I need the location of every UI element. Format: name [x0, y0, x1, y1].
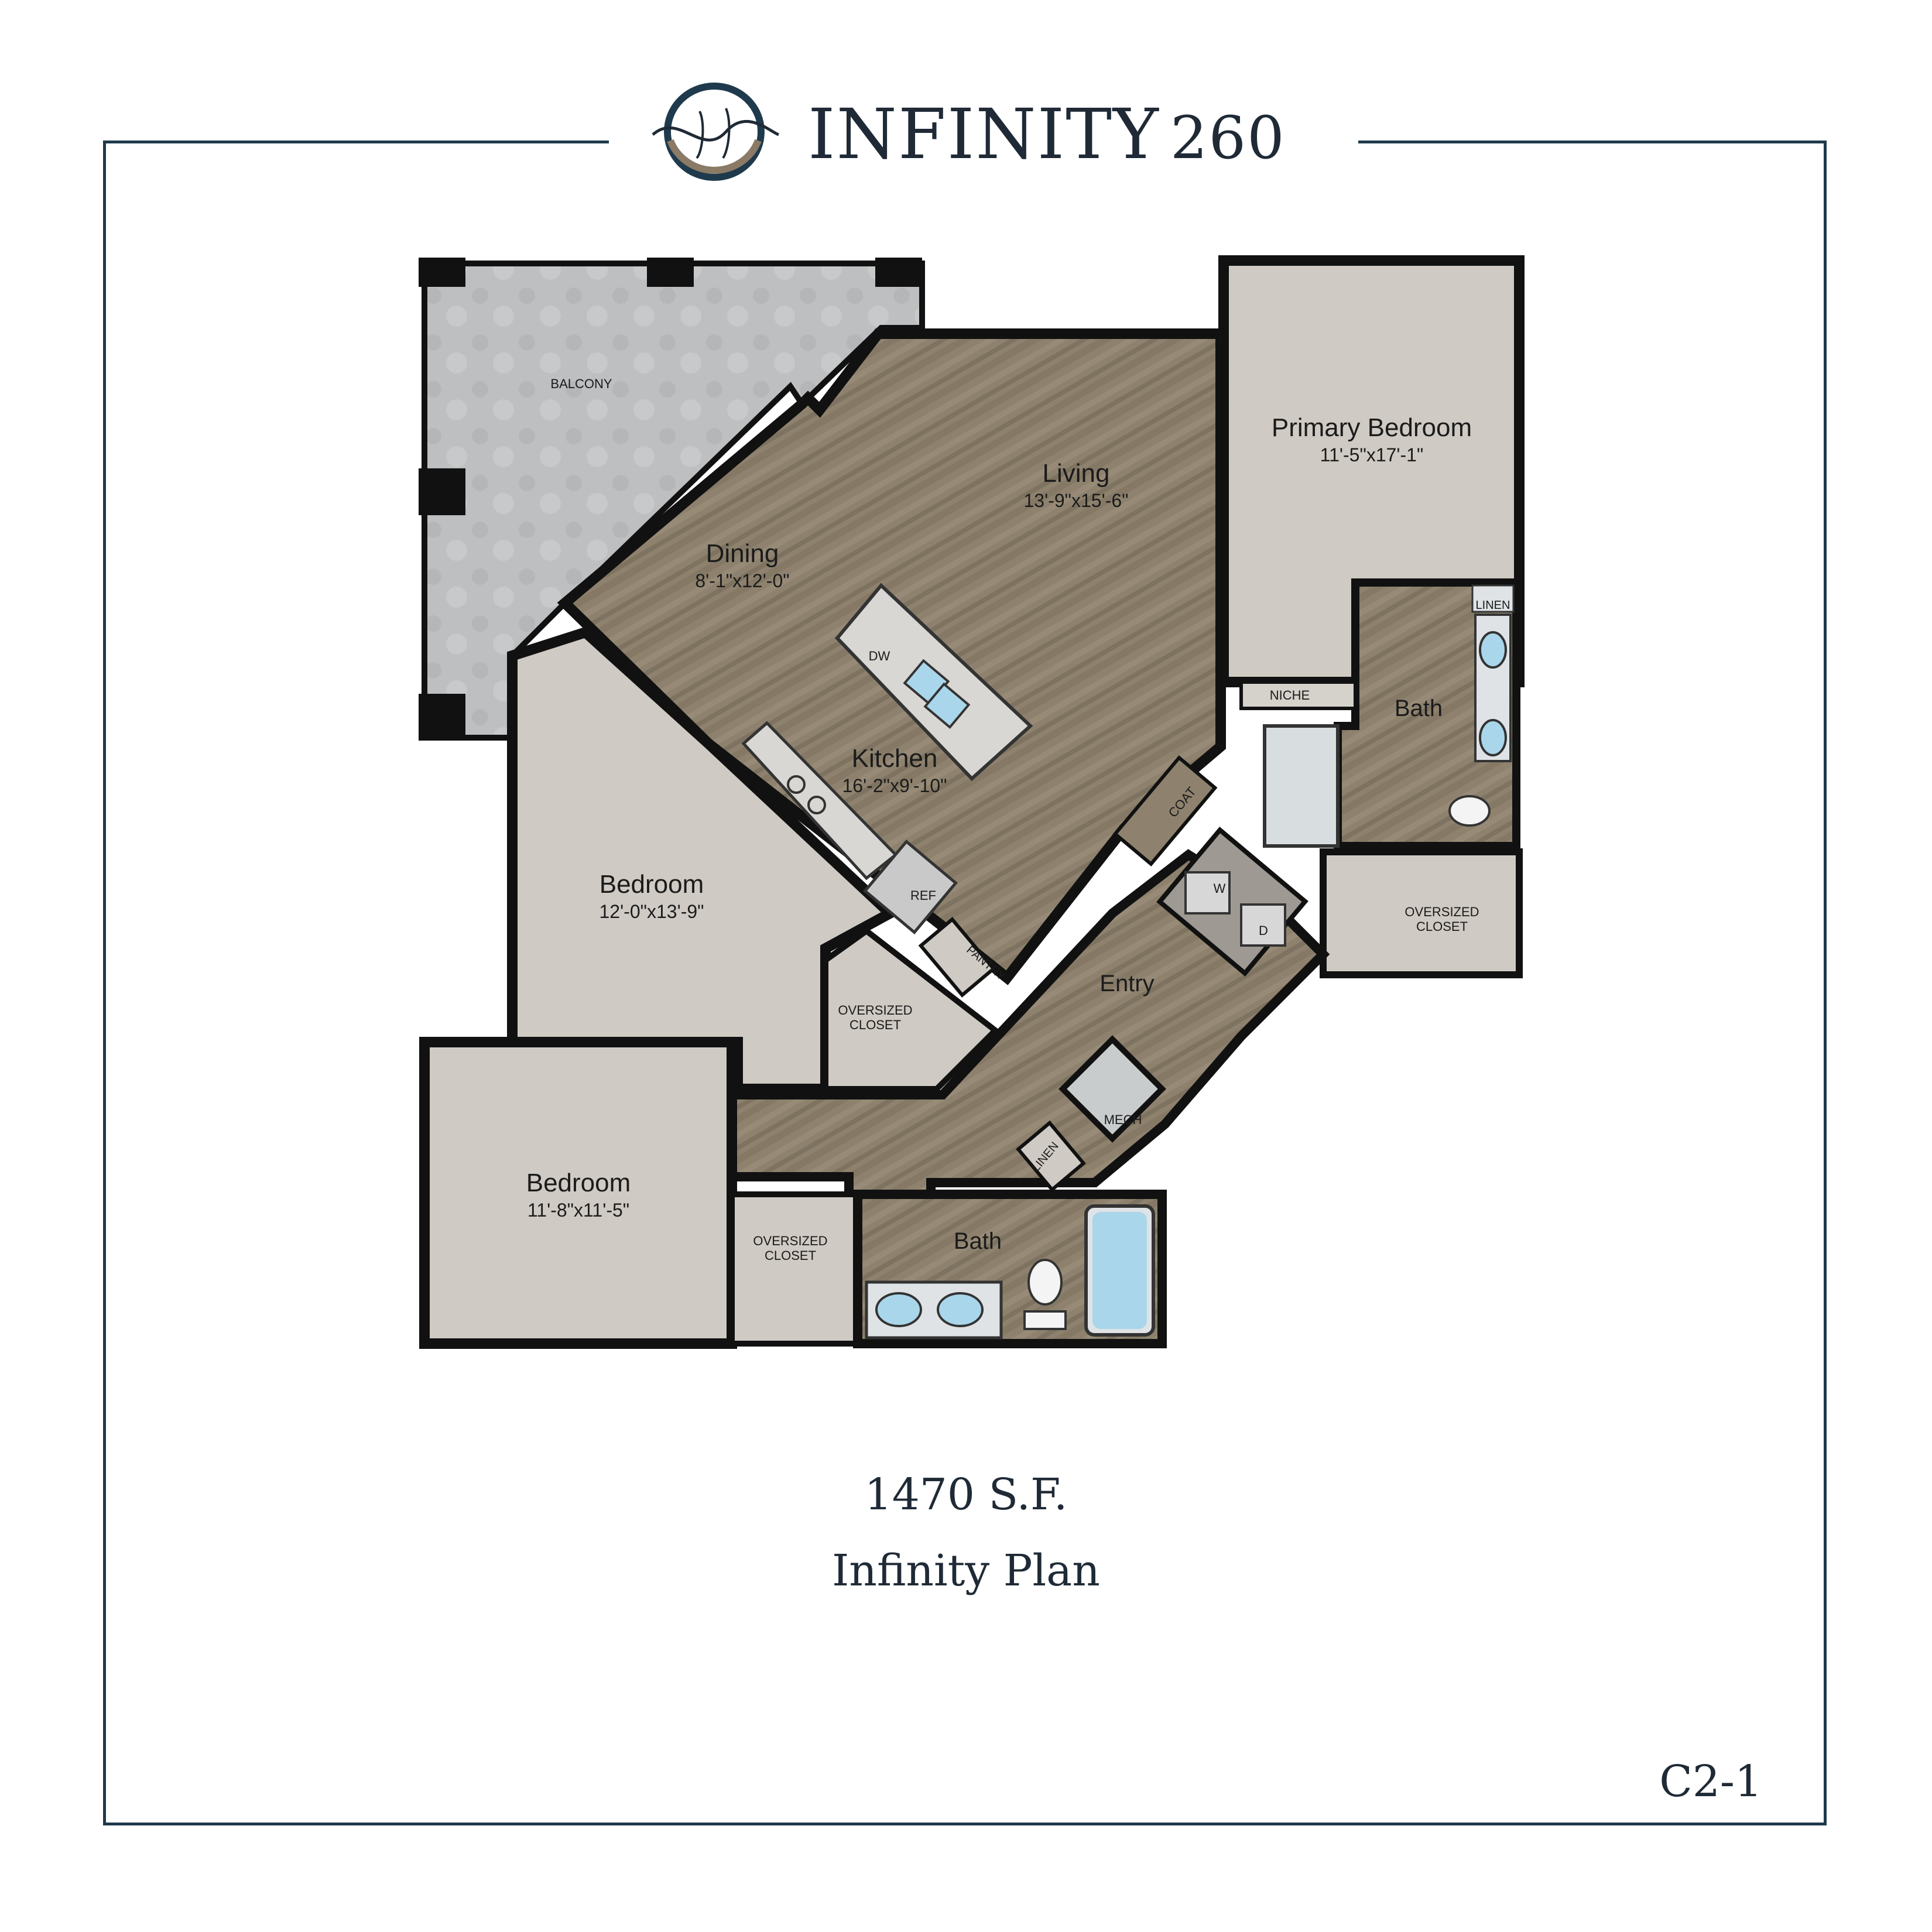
dryer-label: D: [1259, 923, 1268, 938]
washer-label: W: [1214, 881, 1226, 896]
kitchen-sink: [923, 682, 971, 729]
hall-bath-label: Bath: [954, 1228, 1002, 1254]
balcony-floor: [422, 261, 925, 741]
pantry: [918, 917, 996, 998]
balcony-post: [419, 694, 465, 741]
cooktop-burner: [787, 775, 806, 794]
infinity-logo-icon: [652, 83, 779, 181]
bedroom1-closet-floor: [823, 927, 1000, 1092]
primary-linen: [1471, 584, 1515, 613]
entry-label: Entry: [1099, 971, 1154, 996]
hall-linen: [1016, 1120, 1086, 1193]
balcony-post: [875, 258, 922, 287]
living-dims: 13'-9"x15'-6": [1023, 490, 1128, 511]
bedroom2-floor: [419, 1037, 737, 1349]
hall-sink: [875, 1292, 922, 1327]
bedroom1-closet-label: CLOSET: [849, 1018, 901, 1032]
bedroom2-closet-label: OVERSIZED: [753, 1234, 827, 1248]
balcony-post: [647, 258, 694, 287]
dryer: [1240, 903, 1286, 947]
coat-closet: [1112, 755, 1218, 867]
primary-toilet: [1448, 795, 1491, 827]
primary-closet-label: OVERSIZED: [1405, 905, 1479, 919]
primary-bedroom-label: Primary Bedroom: [1272, 413, 1472, 442]
primary-linen-label: LINEN: [1476, 599, 1510, 612]
dishwasher-label: DW: [869, 649, 890, 663]
dining-label: Dining: [706, 539, 779, 568]
washer: [1184, 871, 1231, 914]
brand-number: 260: [1170, 104, 1286, 172]
hall-tub-water: [1092, 1212, 1147, 1329]
hall-toilet: [1027, 1259, 1063, 1306]
balcony-label: BALCONY: [550, 376, 612, 391]
balcony-post: [419, 468, 465, 515]
primary-closet-floor: [1320, 848, 1523, 978]
entry-hall-floor: [727, 849, 1330, 1199]
kitchen-label: Kitchen: [852, 744, 938, 773]
square-footage: 1470 S.F.: [864, 1469, 1068, 1520]
frame-gap: [609, 132, 1358, 155]
balcony-post: [419, 258, 465, 287]
bedroom2-dims: 11'-8"x11'-5": [527, 1200, 629, 1221]
unit-code: C2-1: [1659, 1756, 1762, 1807]
primary-closet-label: CLOSET: [1416, 919, 1468, 934]
ref-label: REF: [910, 888, 936, 903]
niche: [1239, 680, 1357, 710]
refrigerator: [862, 839, 958, 935]
bedroom1-dims: 12'-0"x13'-9": [599, 901, 704, 922]
bedroom2-closet-label: CLOSET: [765, 1248, 816, 1263]
niche-label: NICHE: [1270, 688, 1310, 703]
cooktop-burner: [807, 796, 826, 814]
mech-room: [1059, 1035, 1166, 1143]
living-label: Living: [1043, 459, 1110, 488]
bedroom1-label: Bedroom: [600, 870, 704, 899]
primary-sink: [1479, 631, 1507, 669]
brand-name: INFINITY: [808, 94, 1160, 174]
bedroom2-label: Bedroom: [526, 1169, 631, 1197]
kitchen-dims: 16'-2"x9'-10": [842, 775, 947, 796]
plan-name: Infinity Plan: [832, 1546, 1100, 1596]
bedroom2-closet-floor: [729, 1191, 861, 1347]
primary-bath-label: Bath: [1395, 696, 1443, 721]
primary-shower: [1263, 724, 1340, 848]
primary-bedroom-dims: 11'-5"x17'-1": [1320, 444, 1424, 465]
dining-dims: 8'-1"x12'-0": [695, 570, 789, 591]
hall-toilet-tank: [1023, 1310, 1067, 1330]
bedroom1-closet-label: OVERSIZED: [838, 1003, 912, 1018]
mech-label: MECH: [1104, 1112, 1142, 1127]
hall-sink: [937, 1292, 984, 1327]
primary-sink: [1479, 719, 1507, 756]
